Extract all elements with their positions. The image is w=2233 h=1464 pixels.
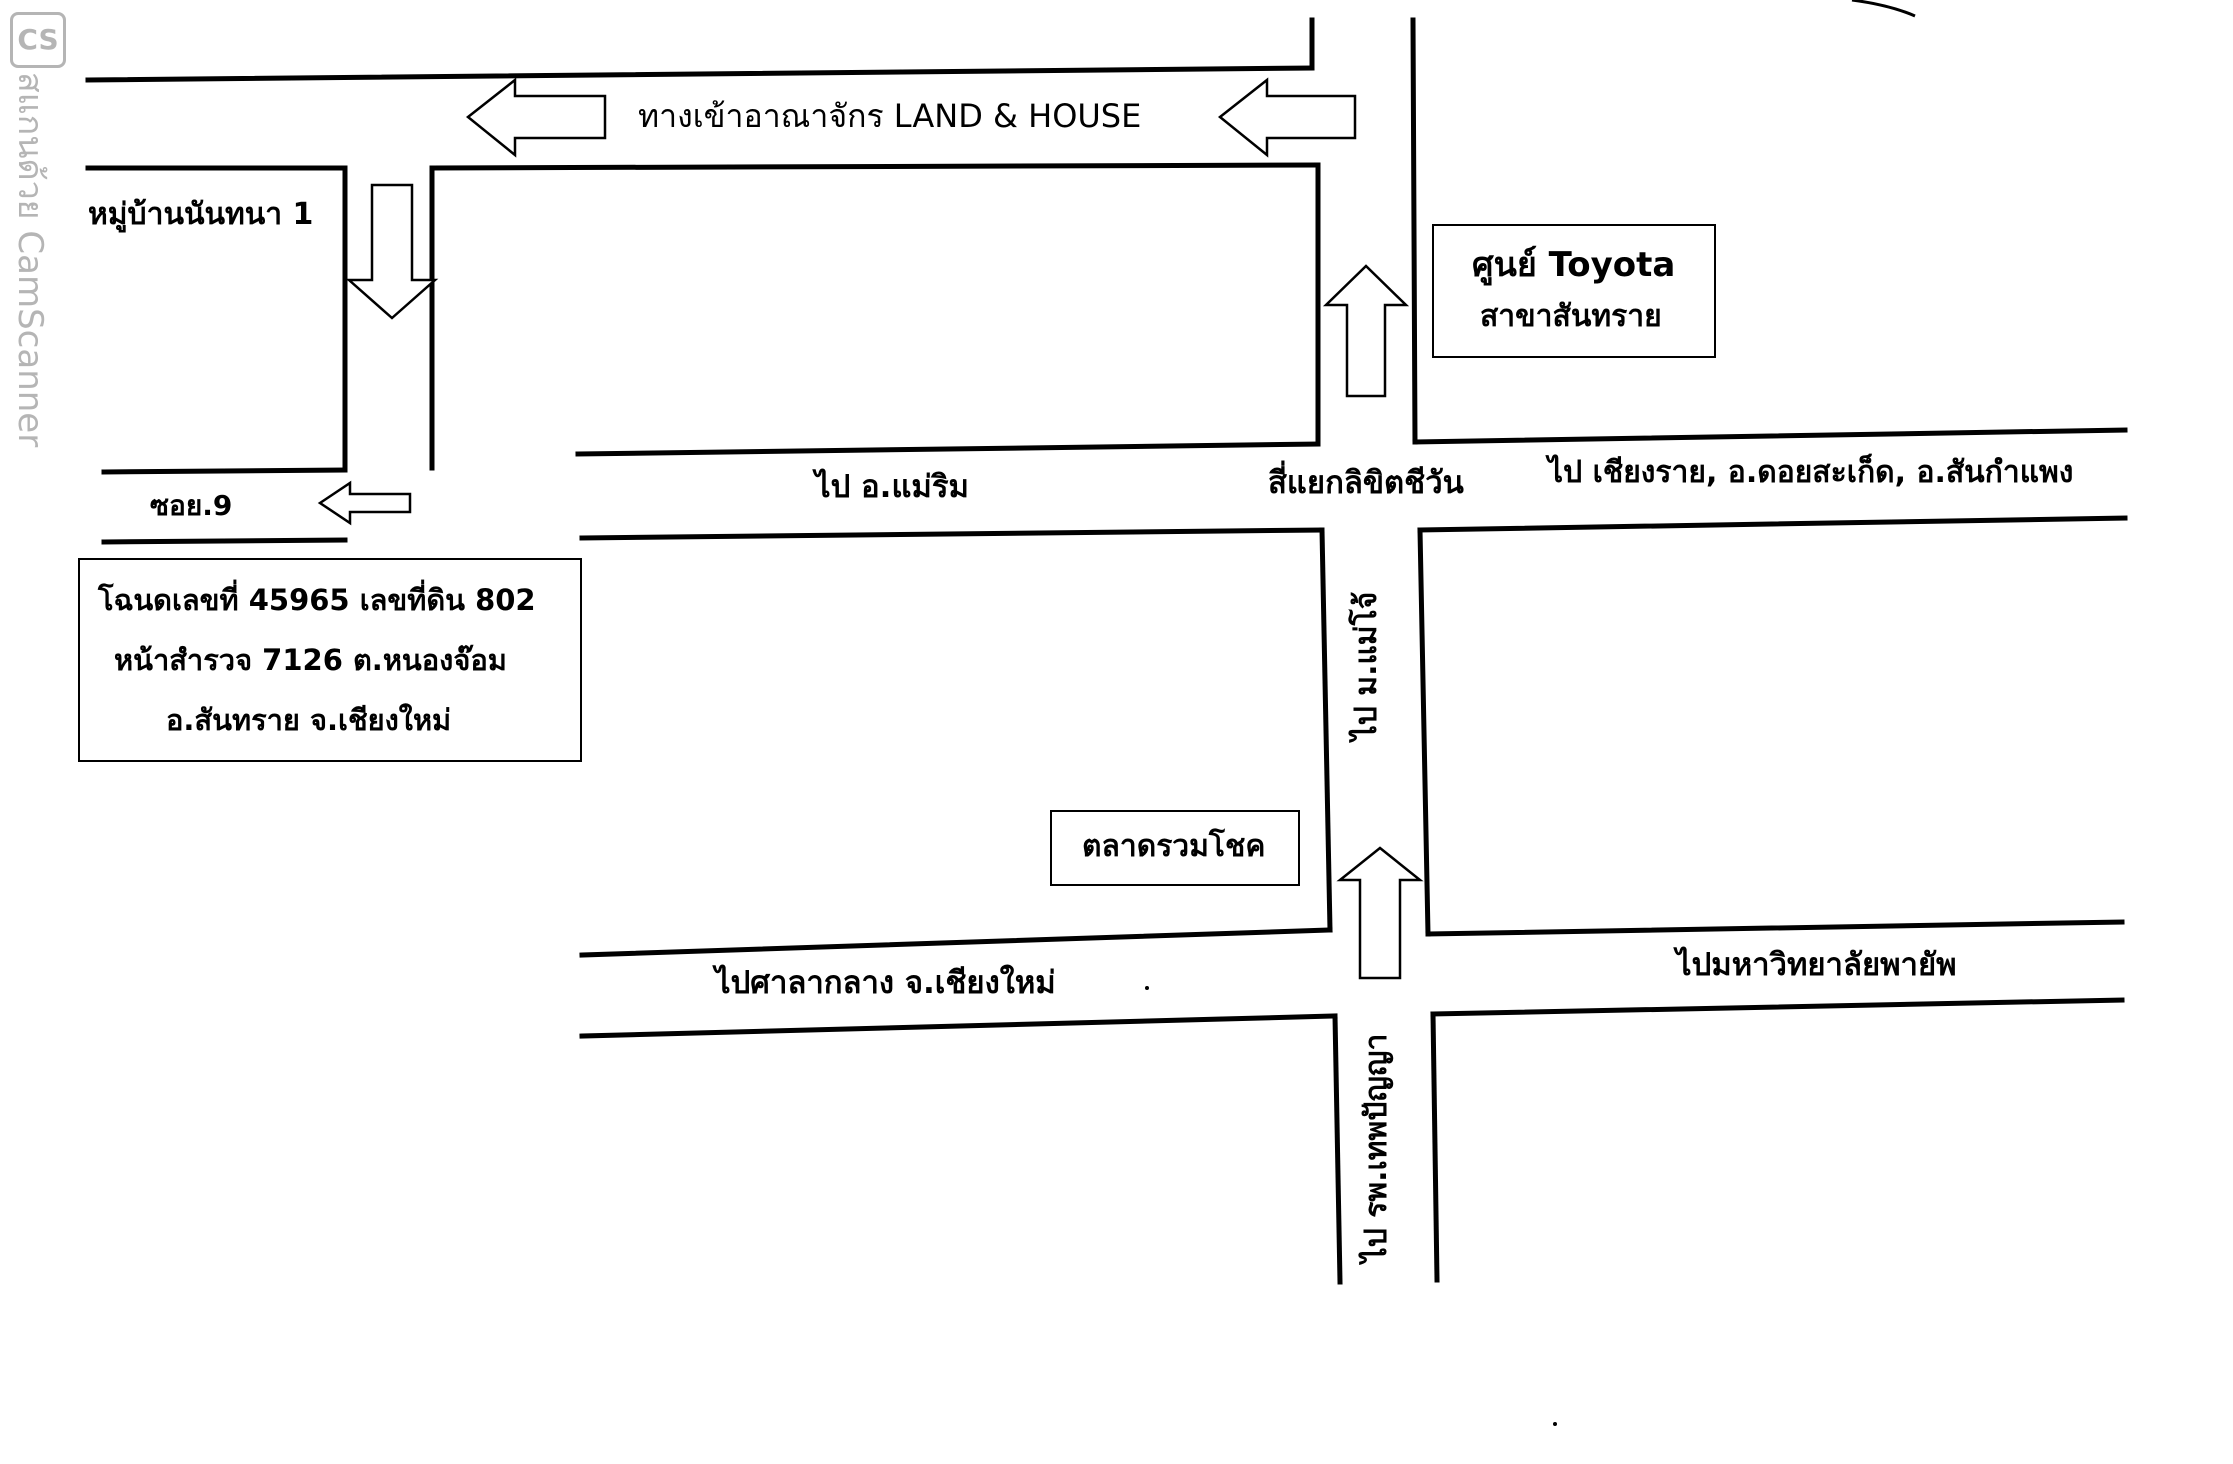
scan-speck (1145, 986, 1149, 990)
road-edge-lower-top-right (1425, 919, 2125, 937)
label-to-maejo: ไป ม.แม่โจ้ (1349, 591, 1384, 741)
road-edge-south-right (1430, 1011, 1440, 1283)
arrow-left-landhouse-west (465, 77, 607, 158)
road-edge-landhouse-top (85, 65, 1315, 83)
road-edge-lower-top-left (579, 927, 1333, 958)
deed-box-line1: โฉนดเลขที่ 45965 เลขที่ดิน 802 (98, 583, 536, 617)
arrow-up-mid (1336, 846, 1424, 980)
label-to-chiang-rai: ไป เชียงราย, อ.ดอยสะเก็ด, อ.สันกำแพง (1548, 455, 2074, 490)
scan-speck (1553, 1422, 1557, 1426)
label-to-thepanya: ไป รพ.เทพปัญญา (1359, 1033, 1394, 1263)
road-edge-main-bottom-right (1417, 515, 2128, 533)
arrow-down-village (345, 183, 439, 320)
road-edge-north-right (1410, 17, 1418, 445)
arrow-up-north (1322, 264, 1410, 398)
road-edge-lower-bottom-left (579, 1013, 1338, 1039)
toyota-box-line2: สาขาสันทราย (1480, 299, 1662, 334)
label-village-nantana: หมู่บ้านนันทนา 1 (88, 197, 314, 232)
label-land-house-entrance: ทางเข้าอาณาจักร LAND & HOUSE (638, 97, 1142, 135)
label-to-payap: ไปมหาวิทยาลัยพายัพ (1676, 947, 1957, 983)
road-edge-landhouse-bottom (429, 162, 1321, 171)
label-soi-9: ซอย.9 (150, 489, 233, 522)
road-edge-main-bottom-left (579, 527, 1325, 541)
toyota-center-box: ศูนย์ Toyota สาขาสันทราย (1432, 224, 1716, 358)
road-edge-mid-left (1319, 527, 1333, 933)
label-to-mae-rim: ไป อ.แม่ริม (815, 469, 969, 505)
camscanner-watermark-text: สแกนด้วย CamScanner (10, 72, 50, 448)
label-intersection: สี่แยกลิขิตชีวัน (1268, 465, 1464, 501)
road-edge-lower-bottom-right (1430, 997, 2125, 1017)
arrow-left-soi9 (317, 480, 412, 526)
deed-box-line2: หน้าสำรวจ 7126 ต.หนองจ๊อม (114, 643, 507, 677)
road-edge-mid-right (1417, 527, 1431, 937)
road-edge-soi9-bottom (101, 537, 348, 545)
road-edge-main-top-left (575, 441, 1321, 457)
market-box-label: ตลาดรวมโชค (1082, 829, 1266, 864)
deed-box-line3: อ.สันทราย จ.เชียงใหม่ (166, 703, 452, 737)
label-to-city-hall: ไปศาลากลาง จ.เชียงใหม่ (715, 965, 1056, 1001)
toyota-box-line1: ศูนย์ Toyota (1472, 245, 1676, 285)
road-edge-south-left (1332, 1013, 1343, 1285)
camscanner-logo: CS (10, 12, 66, 68)
scan-edge-stroke (1851, 0, 1916, 18)
arrow-left-landhouse-east (1217, 77, 1357, 158)
land-deed-box: โฉนดเลขที่ 45965 เลขที่ดิน 802 หน้าสำรวจ… (78, 558, 582, 762)
market-box: ตลาดรวมโชค (1050, 810, 1300, 886)
road-edge-main-top-right (1412, 427, 2128, 445)
road-edge-soi9-top (101, 467, 348, 475)
